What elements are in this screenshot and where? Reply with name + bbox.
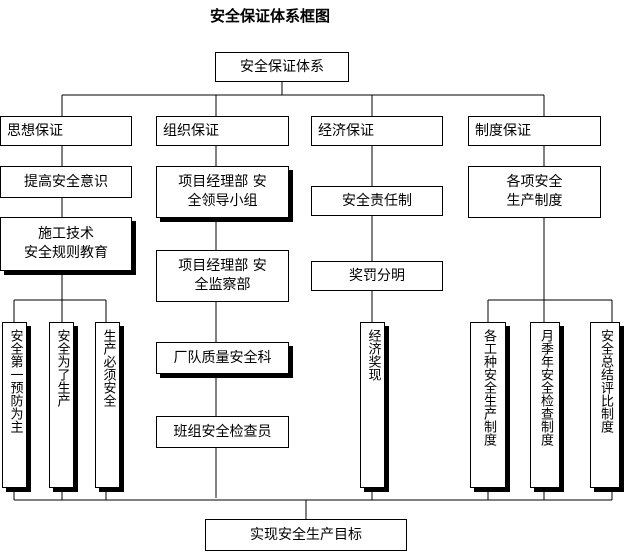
system-leaf-1-label: 各工种安全生产制度: [481, 329, 496, 446]
thought-leaf-1-label: 安全第一预防为主: [7, 329, 23, 433]
branch-org: 组织保证: [156, 116, 289, 146]
thought-leaf-1: 安全第一预防为主: [2, 322, 27, 488]
bottom-goal-box: 实现安全生产目标: [205, 519, 407, 551]
branch-thought: 思想保证: [0, 116, 132, 146]
thought-leaf-3: 生产必须安全: [95, 322, 120, 488]
org-item-3: 厂队质量安全科: [156, 342, 289, 374]
econ-item-1: 安全责任制: [311, 186, 443, 216]
system-leaf-3: 安全总结评比制度: [590, 322, 620, 488]
thought-leaf-3-label: 生产必须安全: [100, 329, 116, 407]
econ-leaf-label: 经济奖现: [365, 329, 381, 381]
root-box: 安全保证体系: [215, 52, 349, 82]
system-leaf-3-label: 安全总结评比制度: [598, 329, 613, 433]
system-leaf-2: 月季年安全检查制度: [530, 322, 560, 488]
thought-leaf-2: 安全为了生产: [49, 322, 74, 488]
system-leaf-2-label: 月季年安全检查制度: [538, 329, 553, 446]
system-item: 各项安全 生产制度: [468, 166, 601, 218]
diagram-title: 安全保证体系框图: [209, 7, 330, 25]
thought-education-box: 施工技术 安全规则教育: [0, 217, 132, 271]
org-item-4: 班组安全检查员: [156, 416, 289, 448]
branch-system: 制度保证: [468, 116, 601, 146]
org-item-1: 项目经理部 安 全领导小组: [156, 166, 289, 218]
org-item-2: 项目经理部 安 全监察部: [156, 250, 289, 302]
system-leaf-1: 各工种安全生产制度: [470, 322, 506, 488]
econ-leaf: 经济奖现: [360, 322, 385, 488]
thought-awareness-box: 提高安全意识: [0, 166, 132, 198]
econ-item-2: 奖罚分明: [311, 261, 443, 291]
branch-econ: 经济保证: [311, 116, 443, 146]
thought-leaf-2-label: 安全为了生产: [54, 329, 70, 407]
